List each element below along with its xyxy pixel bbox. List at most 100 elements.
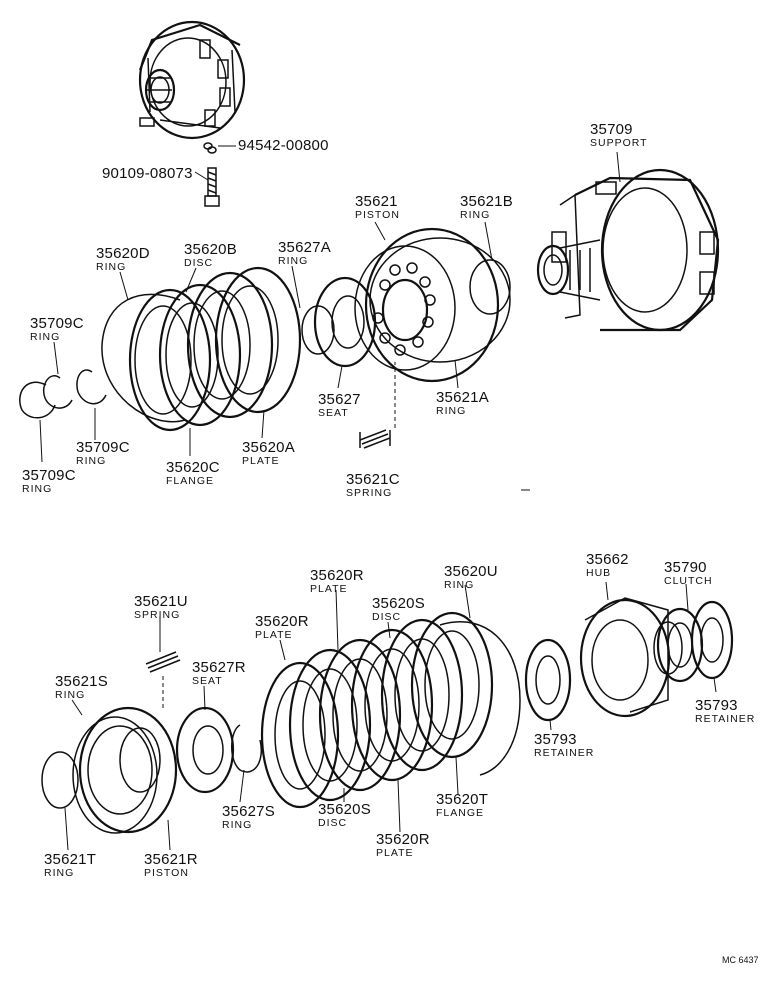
part-name: PLATE (310, 583, 348, 595)
clutch-pack (260, 611, 494, 809)
piston-35621r (78, 706, 178, 834)
part-name: DISC (318, 817, 348, 829)
label-35620c: 35620C FLANGE (166, 460, 220, 487)
part-name: RING (222, 819, 253, 831)
label-35627s: 35627S RING (222, 804, 275, 831)
snap-rings-35709c (19, 369, 107, 419)
label-35621s: 35621S RING (55, 674, 108, 701)
part-number: 35627S (222, 803, 275, 820)
label-35621r: 35621R PISTON (144, 852, 198, 879)
part-name: FLANGE (436, 807, 485, 819)
part-number: 35621C (346, 471, 400, 488)
part-number: 35620U (444, 563, 498, 580)
ring-35627a (301, 305, 335, 355)
label-35627r: 35627R SEAT (192, 660, 246, 687)
clutch-drum-assembly (138, 20, 246, 140)
support-35709 (536, 168, 720, 332)
part-number: 35620R (255, 613, 309, 630)
part-name: DISC (372, 611, 402, 623)
ring-35621s (72, 716, 158, 834)
label-35709c-a: 35709C RING (30, 316, 84, 343)
part-name: RING (22, 483, 53, 495)
label-35621a: 35621A RING (436, 390, 489, 417)
label-35620s-a: 35620S DISC (372, 596, 425, 623)
label-35620t: 35620T FLANGE (436, 792, 488, 819)
ball-94542 (203, 142, 226, 154)
plate-35620a (186, 266, 302, 419)
label-35709c-b: 35709C RING (76, 440, 130, 467)
piston-35621 (354, 227, 500, 383)
part-name: RING (460, 209, 491, 221)
spring-35621c (359, 362, 396, 449)
part-number: 35621R (144, 851, 198, 868)
ring-35621a (369, 237, 511, 363)
part-name: DISC (184, 257, 214, 269)
part-number: 35621U (134, 593, 188, 610)
part-name: SPRING (346, 487, 393, 499)
label-35620r-c: 35620R PLATE (376, 832, 430, 859)
label-94542-00800: 94542-00800 (238, 138, 329, 153)
label-35627a: 35627A RING (278, 240, 331, 267)
label-35620s-b: 35620S DISC (318, 802, 371, 829)
label-35620b: 35620B DISC (184, 242, 237, 269)
label-35620r-a: 35620R PLATE (310, 568, 364, 595)
part-name: RING (444, 579, 475, 591)
label-35793-a: 35793 RETAINER (534, 732, 594, 759)
label-35620a: 35620A PLATE (242, 440, 295, 467)
retainer-35793-a (524, 638, 572, 722)
drawing-code: MC 6437 (722, 955, 759, 965)
part-number: 35790 (664, 559, 707, 576)
part-number: 35709C (76, 439, 130, 456)
seat-35627r (175, 706, 235, 794)
part-number: 35620R (310, 567, 364, 584)
part-name: PLATE (376, 847, 414, 859)
part-name: PISTON (144, 867, 189, 879)
part-number: 35627R (192, 659, 246, 676)
part-name: RING (44, 867, 75, 879)
label-35621u: 35621U SPRING (134, 594, 188, 621)
part-number: 35620D (96, 245, 150, 262)
bolt-90109 (204, 167, 220, 207)
part-number: 35709C (22, 467, 76, 484)
part-number: 35793 (695, 697, 738, 714)
part-name: RING (76, 455, 107, 467)
label-90109-08073: 90109-08073 (102, 166, 193, 181)
label-35793-b: 35793 RETAINER (695, 698, 755, 725)
part-number: 35620A (242, 439, 295, 456)
part-name: RETAINER (534, 747, 595, 759)
part-name: RING (278, 255, 309, 267)
part-name: PLATE (242, 455, 280, 467)
part-name: SPRING (134, 609, 181, 621)
part-name: RING (55, 689, 86, 701)
label-35620d: 35620D RING (96, 246, 150, 273)
part-name: CLUTCH (664, 575, 713, 587)
label-35709c-c: 35709C RING (22, 468, 76, 495)
label-35621t: 35621T RING (44, 852, 96, 879)
part-number: 35621 (355, 193, 398, 210)
label-35620r-b: 35620R PLATE (255, 614, 309, 641)
label-35621c: 35621C SPRING (346, 472, 400, 499)
part-name: PLATE (255, 629, 293, 641)
part-number: 35793 (534, 731, 577, 748)
label-35621b: 35621B RING (460, 194, 513, 221)
part-number: 35620T (436, 791, 489, 808)
part-number: 35620S (372, 595, 425, 612)
part-name: SUPPORT (590, 137, 648, 149)
part-number: 94542-00800 (238, 137, 329, 154)
ring-35621t (41, 751, 79, 809)
hub-35662 (579, 597, 671, 718)
part-number: 35627A (278, 239, 331, 256)
label-35621: 35621 PISTON (355, 194, 400, 221)
spring-35621u (145, 651, 181, 710)
leader-lines (39, 145, 717, 851)
part-number: 35620B (184, 241, 237, 258)
part-number: 35709 (590, 121, 633, 138)
label-35709: 35709 SUPPORT (590, 122, 648, 149)
part-name: RING (96, 261, 127, 273)
part-name: SEAT (192, 675, 223, 687)
part-number: 35709C (30, 315, 84, 332)
part-name: FLANGE (166, 475, 215, 487)
part-name: SEAT (318, 407, 349, 419)
